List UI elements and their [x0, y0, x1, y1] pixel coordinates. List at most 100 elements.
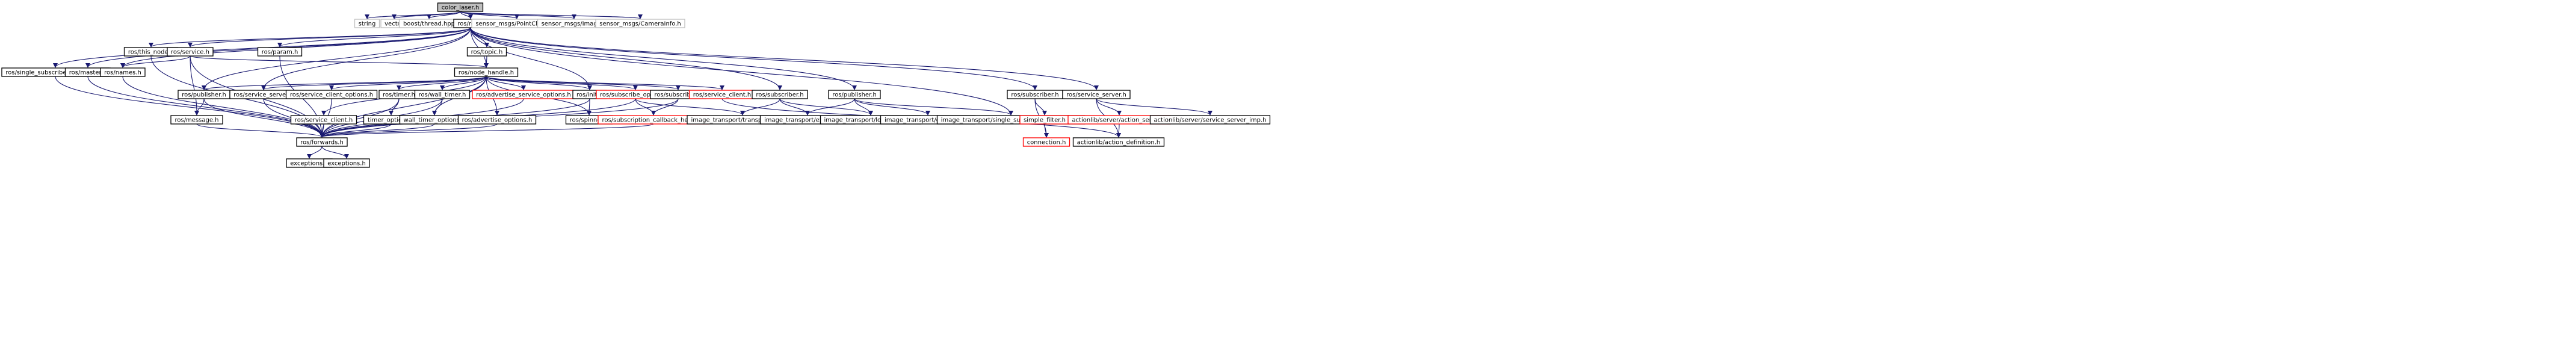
edge-ros-publisher-h-to-ros-forwards-h: [203, 98, 324, 138]
edge-ros-publisher-h-to-ros-message-h: [194, 98, 205, 116]
edge-color-laser-h-to-sensor-msgs-pointcloud2-h: [460, 11, 519, 19]
node-ros-message-h[interactable]: ros/message.h: [170, 115, 223, 125]
node-label: ros/topic.h: [471, 49, 503, 56]
node-box: [354, 19, 380, 28]
node-label: ros/single_subscriber_publisher.h: [5, 70, 105, 76]
edge-ros-node-handle-h-to-ros-subscriber-h-a: [486, 76, 681, 90]
node-label: ros/master.h: [69, 70, 107, 76]
edge-ros-node-handle-h-to-ros-advertise-service-options-h: [486, 76, 526, 90]
node-sensor-msgs-camerainfo-h[interactable]: sensor_msgs/CameraInfo.h: [595, 19, 685, 28]
node-box: [752, 90, 808, 99]
node-ros-service-server-h-b[interactable]: ros/service_server.h: [1062, 90, 1131, 99]
edge-ros-node-handle-h-to-ros-subscribe-options-h: [486, 76, 638, 90]
node-color-laser-h[interactable]: color_laser.h: [437, 2, 484, 12]
edge-ros-node-handle-h-to-ros-service-server-h: [261, 76, 487, 90]
edge-ros-forwards-h-to-exceptions-h-b: [321, 146, 349, 159]
edge-ros-ros-h-to-ros-subscriber-h-c: [470, 27, 1037, 90]
node-label: ros/service.h: [171, 49, 209, 56]
node-box: [257, 47, 303, 57]
edge-ros-advertise-options-h-to-ros-forwards-h: [320, 123, 498, 138]
edge-color-laser-h-to-ros-ros-h: [460, 11, 473, 19]
node-label: ros/wall_timer.h: [419, 92, 466, 99]
node-box: [595, 19, 685, 28]
edge-ros-ros-h-to-ros-subscriber-h-b: [470, 27, 782, 90]
node-boost-thread-hpp[interactable]: boost/thread.hpp: [398, 19, 460, 28]
node-box: [170, 115, 223, 125]
edge-ros-ros-h-to-ros-init-h: [470, 27, 592, 90]
node-label: exceptions.h: [327, 161, 366, 167]
node-box: [457, 115, 537, 125]
node-ros-service-client-h-a[interactable]: ros/service_client.h: [688, 90, 756, 99]
node-ros-subscription-callback-helper-h[interactable]: ros/subscription_callback_helper.h: [598, 115, 709, 125]
node-label: ros/service_server.h: [1066, 92, 1126, 99]
edge-ros-node-handle-h-to-ros-service-client-options-h: [329, 76, 487, 90]
edge-color-laser-h-to-boost-thread-hpp: [427, 11, 461, 19]
node-string[interactable]: string: [354, 19, 380, 28]
node-label: exceptions.h: [290, 161, 329, 167]
node-label: ros/service_client_options.h: [290, 92, 373, 99]
node-ros-service-h[interactable]: ros/service.h: [167, 47, 214, 57]
edge-ros-publisher-h-b-to-image-transport-exception-h-a: [805, 98, 855, 116]
node-simple-filter-h[interactable]: simple_filter.h: [1019, 115, 1070, 125]
edge-wall-timer-options-h-to-ros-forwards-h: [320, 123, 435, 138]
node-ros-timer-h[interactable]: ros/timer.h: [378, 90, 419, 99]
node-box: [1062, 90, 1131, 99]
edge-ros-forwards-h-to-exceptions-h-a: [307, 146, 323, 159]
node-ros-advertise-options-h[interactable]: ros/advertise_options.h: [457, 115, 537, 125]
node-connection-h[interactable]: connection.h: [1022, 137, 1070, 147]
edge-color-laser-h-to-vector: [392, 11, 461, 19]
node-ros-advertise-service-options-h[interactable]: ros/advertise_service_options.h: [472, 90, 575, 99]
node-label: ros/subscriber.h: [1011, 92, 1058, 99]
node-label: ros/subscriber.h: [756, 92, 803, 99]
node-label: wall_timer_options.h: [404, 117, 466, 124]
edge-ros-node-handle-h-to-ros-forwards-h: [320, 76, 487, 138]
edge-color-laser-h-to-sensor-msgs-camerainfo-h: [460, 11, 643, 19]
node-ros-names-h[interactable]: ros/names.h: [100, 67, 146, 77]
node-label: ros/publisher.h: [182, 92, 226, 99]
node-ros-service-client-h-b[interactable]: ros/service_client.h: [290, 115, 357, 125]
node-actionlib-server-service-server-imp-h[interactable]: actionlib/server/service_server_imp.h: [1149, 115, 1271, 125]
node-ros-subscriber-h-c[interactable]: ros/subscriber.h: [1007, 90, 1063, 99]
node-label: ros/subscription_callback_helper.h: [602, 117, 705, 124]
node-actionlib-action-definition-h[interactable]: actionlib/action_definition.h: [1072, 137, 1165, 147]
node-ros-param-h[interactable]: ros/param.h: [257, 47, 303, 57]
edge-layer: [53, 11, 1212, 159]
edge-ros-node-handle-h-to-ros-service-client-h-a: [486, 76, 724, 90]
node-label: ros/param.h: [262, 49, 298, 56]
node-ros-node-handle-h[interactable]: ros/node_handle.h: [454, 67, 519, 77]
node-ros-topic-h[interactable]: ros/topic.h: [466, 47, 507, 57]
node-label: ros/message.h: [175, 117, 218, 124]
node-label: image_transport/transport_hints.h: [691, 117, 794, 124]
node-label: timer_options.h: [368, 117, 415, 124]
node-box: [1022, 137, 1070, 147]
node-ros-wall-timer-h[interactable]: ros/wall_timer.h: [414, 90, 471, 99]
node-box: [454, 67, 519, 77]
edge-ros-subscriber-h-c-to-simple-filter-h: [1034, 98, 1047, 116]
node-ros-subscriber-h-b[interactable]: ros/subscriber.h: [752, 90, 808, 99]
node-label: boost/thread.hpp: [403, 21, 455, 28]
edge-color-laser-h-to-sensor-msgs-image-h: [460, 11, 576, 19]
node-ros-publisher-h-b[interactable]: ros/publisher.h: [828, 90, 881, 99]
edge-ros-service-h-to-ros-names-h: [120, 55, 191, 68]
node-label: ros/forwards.h: [300, 140, 344, 146]
edge-ros-subscribe-options-h-to-image-transport-transport-hints-h: [635, 98, 745, 116]
node-exceptions-h-b[interactable]: exceptions.h: [323, 158, 370, 168]
edge-ros-single-subscriber-publisher-h-to-ros-forwards-h: [55, 76, 324, 138]
node-label: image_transport/exception.h: [764, 117, 851, 124]
node-label: ros/ros.h: [457, 21, 483, 28]
node-ros-service-client-options-h[interactable]: ros/service_client_options.h: [285, 90, 378, 99]
node-label: ros/service_client.h: [295, 117, 353, 124]
node-box: [414, 90, 471, 99]
node-ros-forwards-h[interactable]: ros/forwards.h: [296, 137, 348, 147]
edge-ros-publisher-h-b-to-image-transport-exception-h-b: [854, 98, 930, 116]
node-label: image_transport/loader_fwds.h: [824, 117, 918, 124]
node-label: ros/advertise_options.h: [462, 117, 533, 124]
node-label: ros/subscribe_options.h: [600, 92, 671, 99]
node-box: [296, 137, 348, 147]
edge-ros-ros-h-to-ros-publisher-h-b: [470, 27, 857, 90]
node-ros-publisher-h[interactable]: ros/publisher.h: [178, 90, 230, 99]
node-box: [285, 90, 378, 99]
edge-ros-subscription-callback-helper-h-to-ros-forwards-h: [320, 123, 654, 138]
edge-ros-service-server-h-b-to-actionlib-server-action-server-h: [1096, 98, 1122, 116]
